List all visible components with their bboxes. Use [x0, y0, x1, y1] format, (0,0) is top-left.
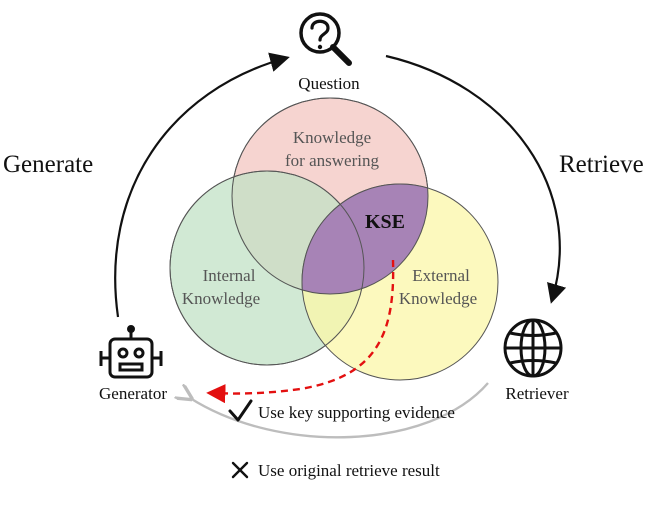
- magnifier-question-icon: [299, 12, 352, 66]
- retriever-label: Retriever: [505, 384, 569, 403]
- retrieve-arrow: [385, 54, 567, 304]
- kse-label: KSE: [365, 211, 405, 233]
- knowledge-answering-line1: Knowledge: [293, 128, 371, 147]
- globe-icon: [503, 318, 563, 378]
- original-retrieve-arrow: [190, 382, 489, 439]
- internal-line2: Knowledge: [182, 289, 260, 308]
- generate-arrow: [114, 52, 290, 318]
- knowledge-answering-line2: for answering: [285, 151, 379, 170]
- question-label: Question: [298, 74, 360, 93]
- external-line2: Knowledge: [399, 289, 477, 308]
- internal-line1: Internal: [203, 266, 256, 285]
- retrieve-label: Retrieve: [559, 151, 644, 178]
- generate-label: Generate: [3, 151, 93, 178]
- robot-icon: [99, 325, 163, 379]
- cross-icon: [231, 461, 249, 479]
- use-original-text: Use original retrieve result: [258, 461, 440, 480]
- external-line1: External: [412, 266, 470, 285]
- use-kse-text: Use key supporting evidence: [258, 403, 455, 422]
- generator-label: Generator: [99, 384, 167, 403]
- checkmark-icon: [228, 399, 253, 422]
- kse-to-generator-arrow: [206, 259, 395, 404]
